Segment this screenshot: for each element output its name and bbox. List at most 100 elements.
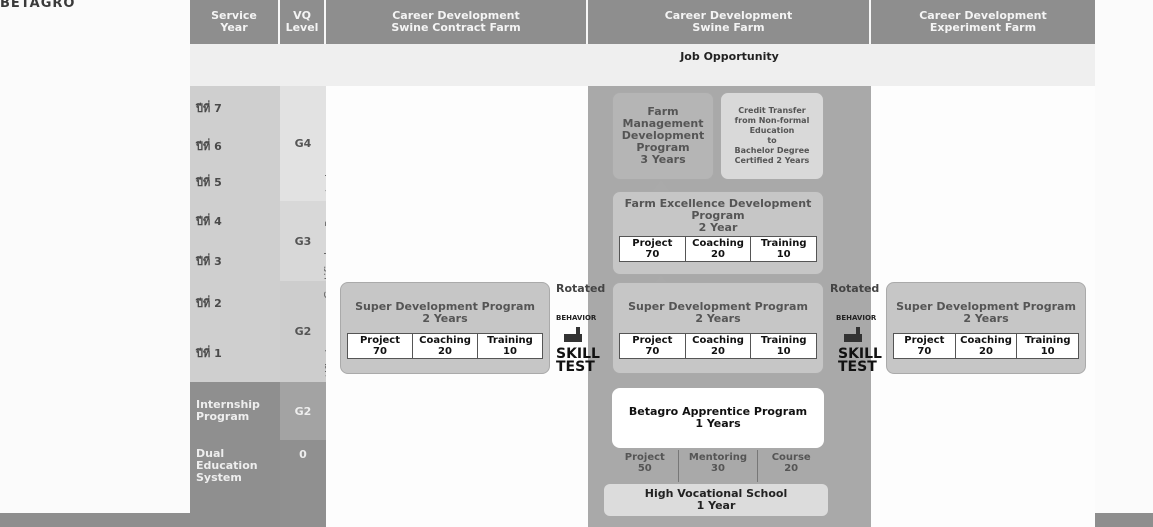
cell-header: Coaching [960,335,1012,346]
skill-test-right: SKILL TEST [838,346,882,375]
year-1: ปีที่ 1 [190,324,280,382]
super-program-contract: Super Development Program 2 Years Projec… [340,282,550,374]
header-contract-farm: Career Development Swine Contract Farm [326,0,588,44]
vq-g3-label: G3 [294,234,312,248]
cell-value: 20 [784,463,799,474]
cell-header: Coaching [692,238,744,249]
arrow-up-icon [652,180,670,192]
year-3: ปีที่ 3 [190,241,280,281]
bottom-bar-left [0,513,190,527]
farm-management-title: Farm Management Development Program 3 Ye… [621,105,705,166]
cell-value: 20 [711,249,725,260]
cell-header: Project [359,335,401,346]
internship-program: Internship Program [190,382,280,440]
cell-value: 10 [503,346,517,357]
year-4: ปีที่ 4 [190,201,280,241]
cell-header: Course [771,452,811,463]
vocational-title: High Vocational School 1 Year [644,487,788,512]
excellence-title: Farm Excellence Development Program 2 Ye… [624,197,812,234]
cell-header: Training [1024,335,1071,346]
behavior-label-right: BEHAVIOR [836,314,877,322]
brand-logo-text: BETAGRO [0,0,76,11]
apprentice-program: Betagro Apprentice Program 1 Years [612,388,824,448]
header-swine-farm: Career Development Swine Farm [588,0,871,44]
cell-value: 70 [645,346,660,357]
vq-g2-intern-label: G2 [294,404,312,418]
behavior-label-left: BEHAVIOR [556,314,597,322]
cell-value: 20 [711,346,725,357]
vq-g3: G3 [280,201,326,281]
cell-header: Training [760,335,807,346]
cell-value: 10 [1040,346,1055,357]
factory-icon [562,326,584,342]
bottom-bar-right [1095,513,1153,527]
cell-value: 70 [645,249,660,260]
cell-value: 20 [438,346,452,357]
cell-header: Training [760,238,807,249]
header-vq-level: VQ Level [280,0,326,44]
cell-header: Project [632,238,673,249]
cell-header: Mentoring [688,452,748,463]
vocational-school: High Vocational School 1 Year [604,484,828,516]
header-service-year: Service Year [190,0,280,44]
super-program-experiment: Super Development Program 2 Years Projec… [886,282,1086,374]
cell-header: Coaching [692,335,744,346]
dual-education-system: Dual Education System [190,440,280,527]
vq-dual: 0 [280,440,326,527]
cell-header: Project [904,335,945,346]
farm-management-program: Farm Management Development Program 3 Ye… [612,92,714,180]
top-band [190,44,1095,86]
vq-g4-label: G4 [294,137,312,150]
super-mid-title: Super Development Program 2 Years [628,300,808,325]
rotated-label-left: Rotated [556,282,606,295]
farm-excellence-program: Farm Excellence Development Program 2 Ye… [612,191,824,275]
apprentice-title: Betagro Apprentice Program 1 Years [628,405,808,430]
job-opportunity: Job Opportunity [680,50,779,63]
super-right-title: Super Development Program 2 Years [896,300,1076,325]
cell-value: 50 [637,463,652,474]
super-left-title: Super Development Program 2 Years [355,300,535,325]
cell-value: 10 [776,346,791,357]
vq-g4: G4 [280,86,326,201]
year-6: ปีที่ 6 [190,129,280,163]
year-5: ปีที่ 5 [190,163,280,201]
credit-transfer: Credit Transfer from Non-formal Educatio… [720,92,824,180]
vq-g2: G2 [280,281,326,382]
vq-g2-label: G2 [294,325,312,338]
skill-test-left: SKILL TEST [556,346,600,375]
cell-header: Project [624,452,665,463]
cell-header: Training [487,335,533,346]
vq-dual-label: 0 [299,448,307,461]
header-experiment-farm: Career Development Experiment Farm [871,0,1095,44]
super-program-swine: Super Development Program 2 Years Projec… [612,282,824,374]
year-7: ปีที่ 7 [190,86,280,129]
cell-value: 70 [917,346,932,357]
cell-value: 70 [373,346,387,357]
cell-value: 10 [776,249,791,260]
cell-value: 20 [979,346,993,357]
rotated-label-right: Rotated [830,282,880,295]
credit-transfer-title: Credit Transfer from Non-formal Educatio… [734,106,810,165]
factory-icon [842,326,864,342]
cell-value: 30 [711,463,725,474]
